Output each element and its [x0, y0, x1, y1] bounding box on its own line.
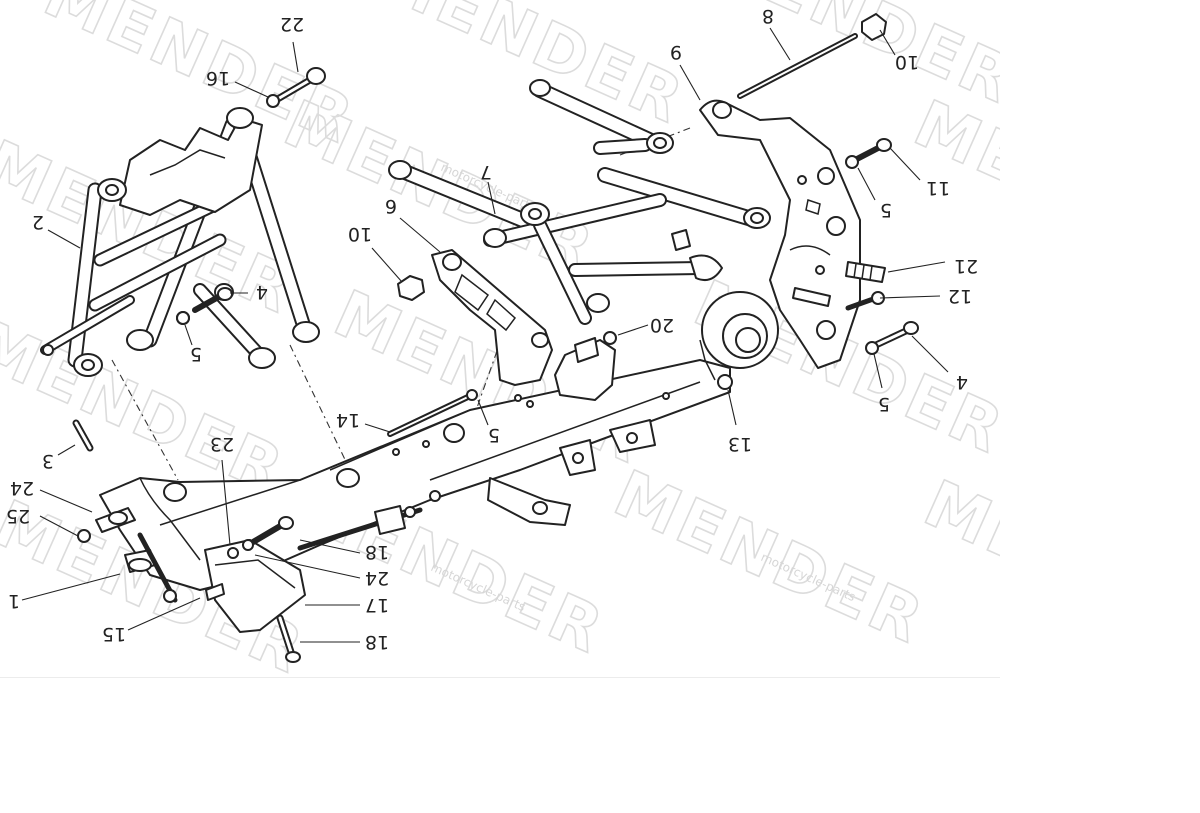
- watermark-text: MENDER: [903, 87, 1000, 289]
- callout-13: 13: [728, 433, 752, 455]
- rear-subframe: [388, 79, 771, 325]
- callout-24: 24: [365, 567, 389, 589]
- callout-12: 12: [948, 285, 972, 307]
- callout-25: 25: [6, 505, 30, 527]
- watermark-text: MENDER: [363, 0, 696, 139]
- callout-8: 8: [762, 5, 774, 27]
- callout-17: 17: [365, 594, 389, 616]
- callout-20: 20: [650, 314, 674, 336]
- callout-16: 16: [206, 67, 230, 89]
- rod: [387, 389, 478, 437]
- callout-3: 3: [42, 450, 54, 472]
- callout-5: 5: [488, 424, 500, 446]
- callout-24: 24: [10, 477, 34, 499]
- callout-labels: 22 16 2 4 5 3 24 25 1 15 23 18 24 17 18 …: [6, 5, 978, 653]
- callout-5: 5: [878, 393, 890, 415]
- right-rear-plate: [699, 99, 886, 369]
- front-bracket: [77, 507, 306, 663]
- callout-10: 10: [895, 51, 919, 73]
- callout-6: 6: [385, 195, 397, 217]
- callout-11: 11: [926, 177, 950, 199]
- callout-7: 7: [480, 161, 492, 183]
- top-bolt: [266, 67, 326, 108]
- callout-4: 4: [956, 371, 968, 393]
- callout-9: 9: [670, 41, 682, 63]
- right-bolts: [176, 138, 919, 355]
- pin: [72, 419, 94, 452]
- exploded-frame-diagram: MENDER MENDER MENDER MENDER MENDER MENDE…: [0, 0, 1000, 678]
- leader-lines: [21, 27, 949, 643]
- callout-14: 14: [336, 409, 360, 431]
- center-assembly: [554, 291, 779, 401]
- callout-18: 18: [365, 631, 389, 653]
- callout-15: 15: [102, 623, 126, 645]
- callout-5: 5: [190, 343, 202, 365]
- callout-1: 1: [8, 590, 20, 612]
- callout-21: 21: [954, 255, 978, 277]
- diagram-canvas: MENDER MENDER MENDER MENDER MENDER MENDE…: [0, 0, 1000, 677]
- watermark-text: MENDER: [913, 467, 1000, 669]
- left-mount-plate: [397, 249, 553, 386]
- callout-5: 5: [880, 199, 892, 221]
- callout-4: 4: [256, 281, 268, 303]
- callout-22: 22: [280, 13, 304, 35]
- callout-18: 18: [365, 541, 389, 563]
- long-rod: [737, 13, 887, 99]
- main-frame: [99, 359, 731, 591]
- callout-23: 23: [210, 433, 234, 455]
- callout-10: 10: [348, 223, 372, 245]
- callout-2: 2: [32, 211, 44, 233]
